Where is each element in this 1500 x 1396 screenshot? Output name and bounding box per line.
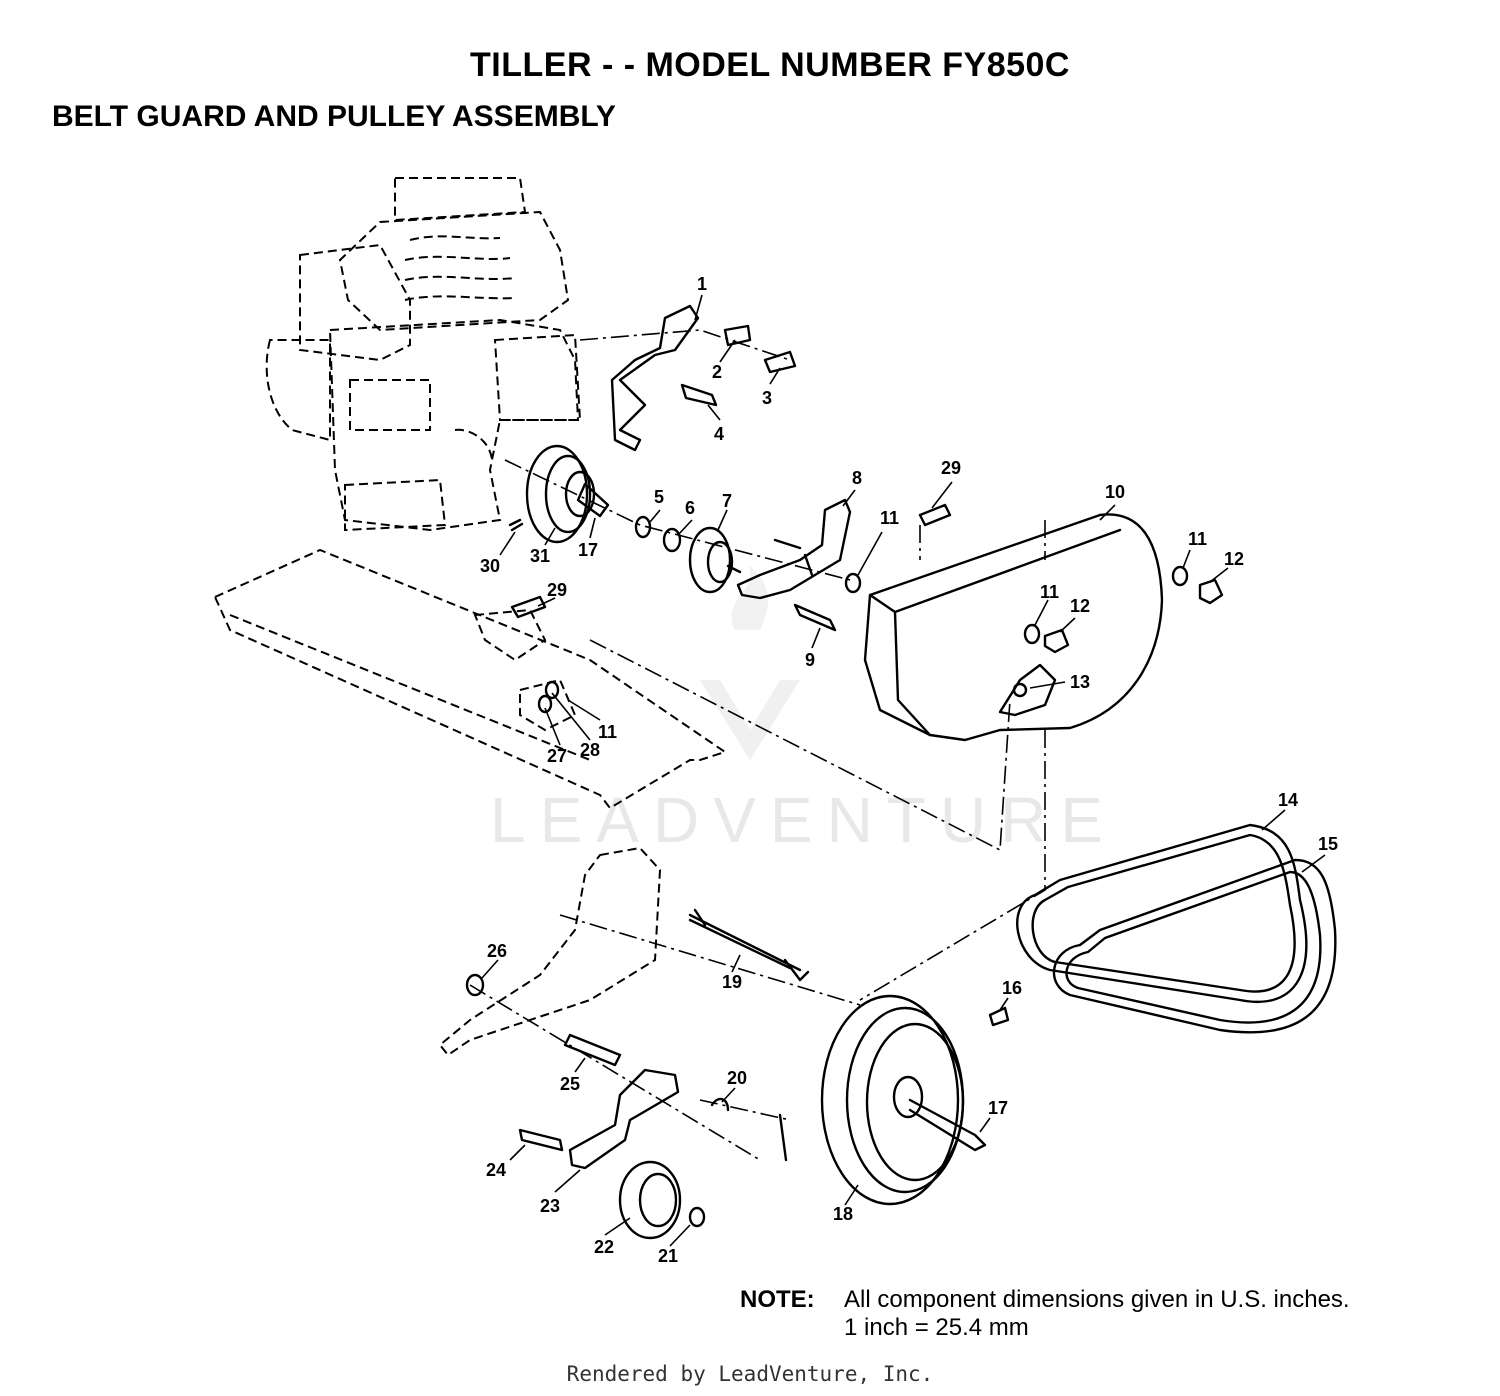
callout-13[interactable]: 13 xyxy=(1070,672,1090,692)
callout-15[interactable]: 15 xyxy=(1318,834,1338,854)
callout-7[interactable]: 7 xyxy=(722,491,732,511)
engine-outline xyxy=(265,177,582,532)
callout-17-upper[interactable]: 17 xyxy=(578,540,598,560)
page-title: TILLER - - MODEL NUMBER FY850C xyxy=(470,46,1070,84)
shield-small-parts xyxy=(510,595,560,714)
callout-30[interactable]: 30 xyxy=(480,556,500,576)
callout-31[interactable]: 31 xyxy=(530,546,550,566)
callout-16[interactable]: 16 xyxy=(1002,978,1022,998)
note-line-1: All component dimensions given in U.S. i… xyxy=(844,1286,1350,1313)
callout-26[interactable]: 26 xyxy=(487,941,507,961)
callout-11-guard-left[interactable]: 11 xyxy=(880,508,899,528)
callout-17-lower[interactable]: 17 xyxy=(988,1098,1008,1118)
assembly-subtitle: BELT GUARD AND PULLEY ASSEMBLY xyxy=(52,100,616,133)
idler-arm-part xyxy=(736,498,852,632)
callout-2[interactable]: 2 xyxy=(712,362,722,382)
callout-leaders xyxy=(481,294,1326,1247)
callout-6[interactable]: 6 xyxy=(685,498,695,518)
callout-22[interactable]: 22 xyxy=(594,1237,614,1257)
callout-12-center[interactable]: 12 xyxy=(1070,596,1090,616)
drive-belts-part xyxy=(1016,823,1337,1034)
callout-28[interactable]: 28 xyxy=(580,740,600,760)
engine-bracket-part xyxy=(610,304,797,452)
callout-23[interactable]: 23 xyxy=(540,1196,560,1216)
callout-12-right[interactable]: 12 xyxy=(1224,549,1244,569)
callout-20[interactable]: 20 xyxy=(727,1068,747,1088)
callout-19[interactable]: 19 xyxy=(722,972,742,992)
lower-idler-assembly xyxy=(465,973,788,1240)
dimension-note: NOTE: All component dimensions given in U… xyxy=(740,1286,1350,1342)
callout-11-shield[interactable]: 11 xyxy=(598,722,617,742)
callout-29-guard[interactable]: 29 xyxy=(941,458,961,478)
callout-14[interactable]: 14 xyxy=(1278,790,1298,810)
callout-4[interactable]: 4 xyxy=(714,424,724,444)
callout-numbers: 1 2 3 4 5 6 7 8 9 10 11 11 11 11 12 12 1… xyxy=(480,274,1338,1266)
callout-5[interactable]: 5 xyxy=(654,487,664,507)
callout-27[interactable]: 27 xyxy=(547,746,567,766)
callout-29-shield[interactable]: 29 xyxy=(547,580,567,600)
callout-8[interactable]: 8 xyxy=(852,468,862,488)
callout-3[interactable]: 3 xyxy=(762,388,772,408)
callout-25[interactable]: 25 xyxy=(560,1074,580,1094)
callout-18[interactable]: 18 xyxy=(833,1204,853,1224)
large-pulley-part xyxy=(820,994,1010,1206)
callout-21[interactable]: 21 xyxy=(658,1246,678,1266)
note-label: NOTE: xyxy=(740,1286,815,1313)
callout-11-guard-right[interactable]: 11 xyxy=(1188,529,1207,549)
drive-pulley-part xyxy=(508,444,610,544)
belt-guard-part xyxy=(863,503,1164,742)
footer-credit: Rendered by LeadVenture, Inc. xyxy=(566,1362,934,1386)
callout-24[interactable]: 24 xyxy=(486,1160,506,1180)
callout-1[interactable]: 1 xyxy=(697,274,707,294)
callout-11-guard-center[interactable]: 11 xyxy=(1040,582,1059,602)
washer-idler-group xyxy=(634,515,742,594)
watermark-text: LEADVENTURE xyxy=(490,784,1117,856)
callout-10[interactable]: 10 xyxy=(1105,482,1125,502)
note-line-2: 1 inch = 25.4 mm xyxy=(844,1314,1029,1341)
frame-plate-outline xyxy=(438,846,662,1057)
axle-part xyxy=(688,908,810,982)
tine-shield-outline xyxy=(213,548,728,810)
callout-9[interactable]: 9 xyxy=(805,650,815,670)
